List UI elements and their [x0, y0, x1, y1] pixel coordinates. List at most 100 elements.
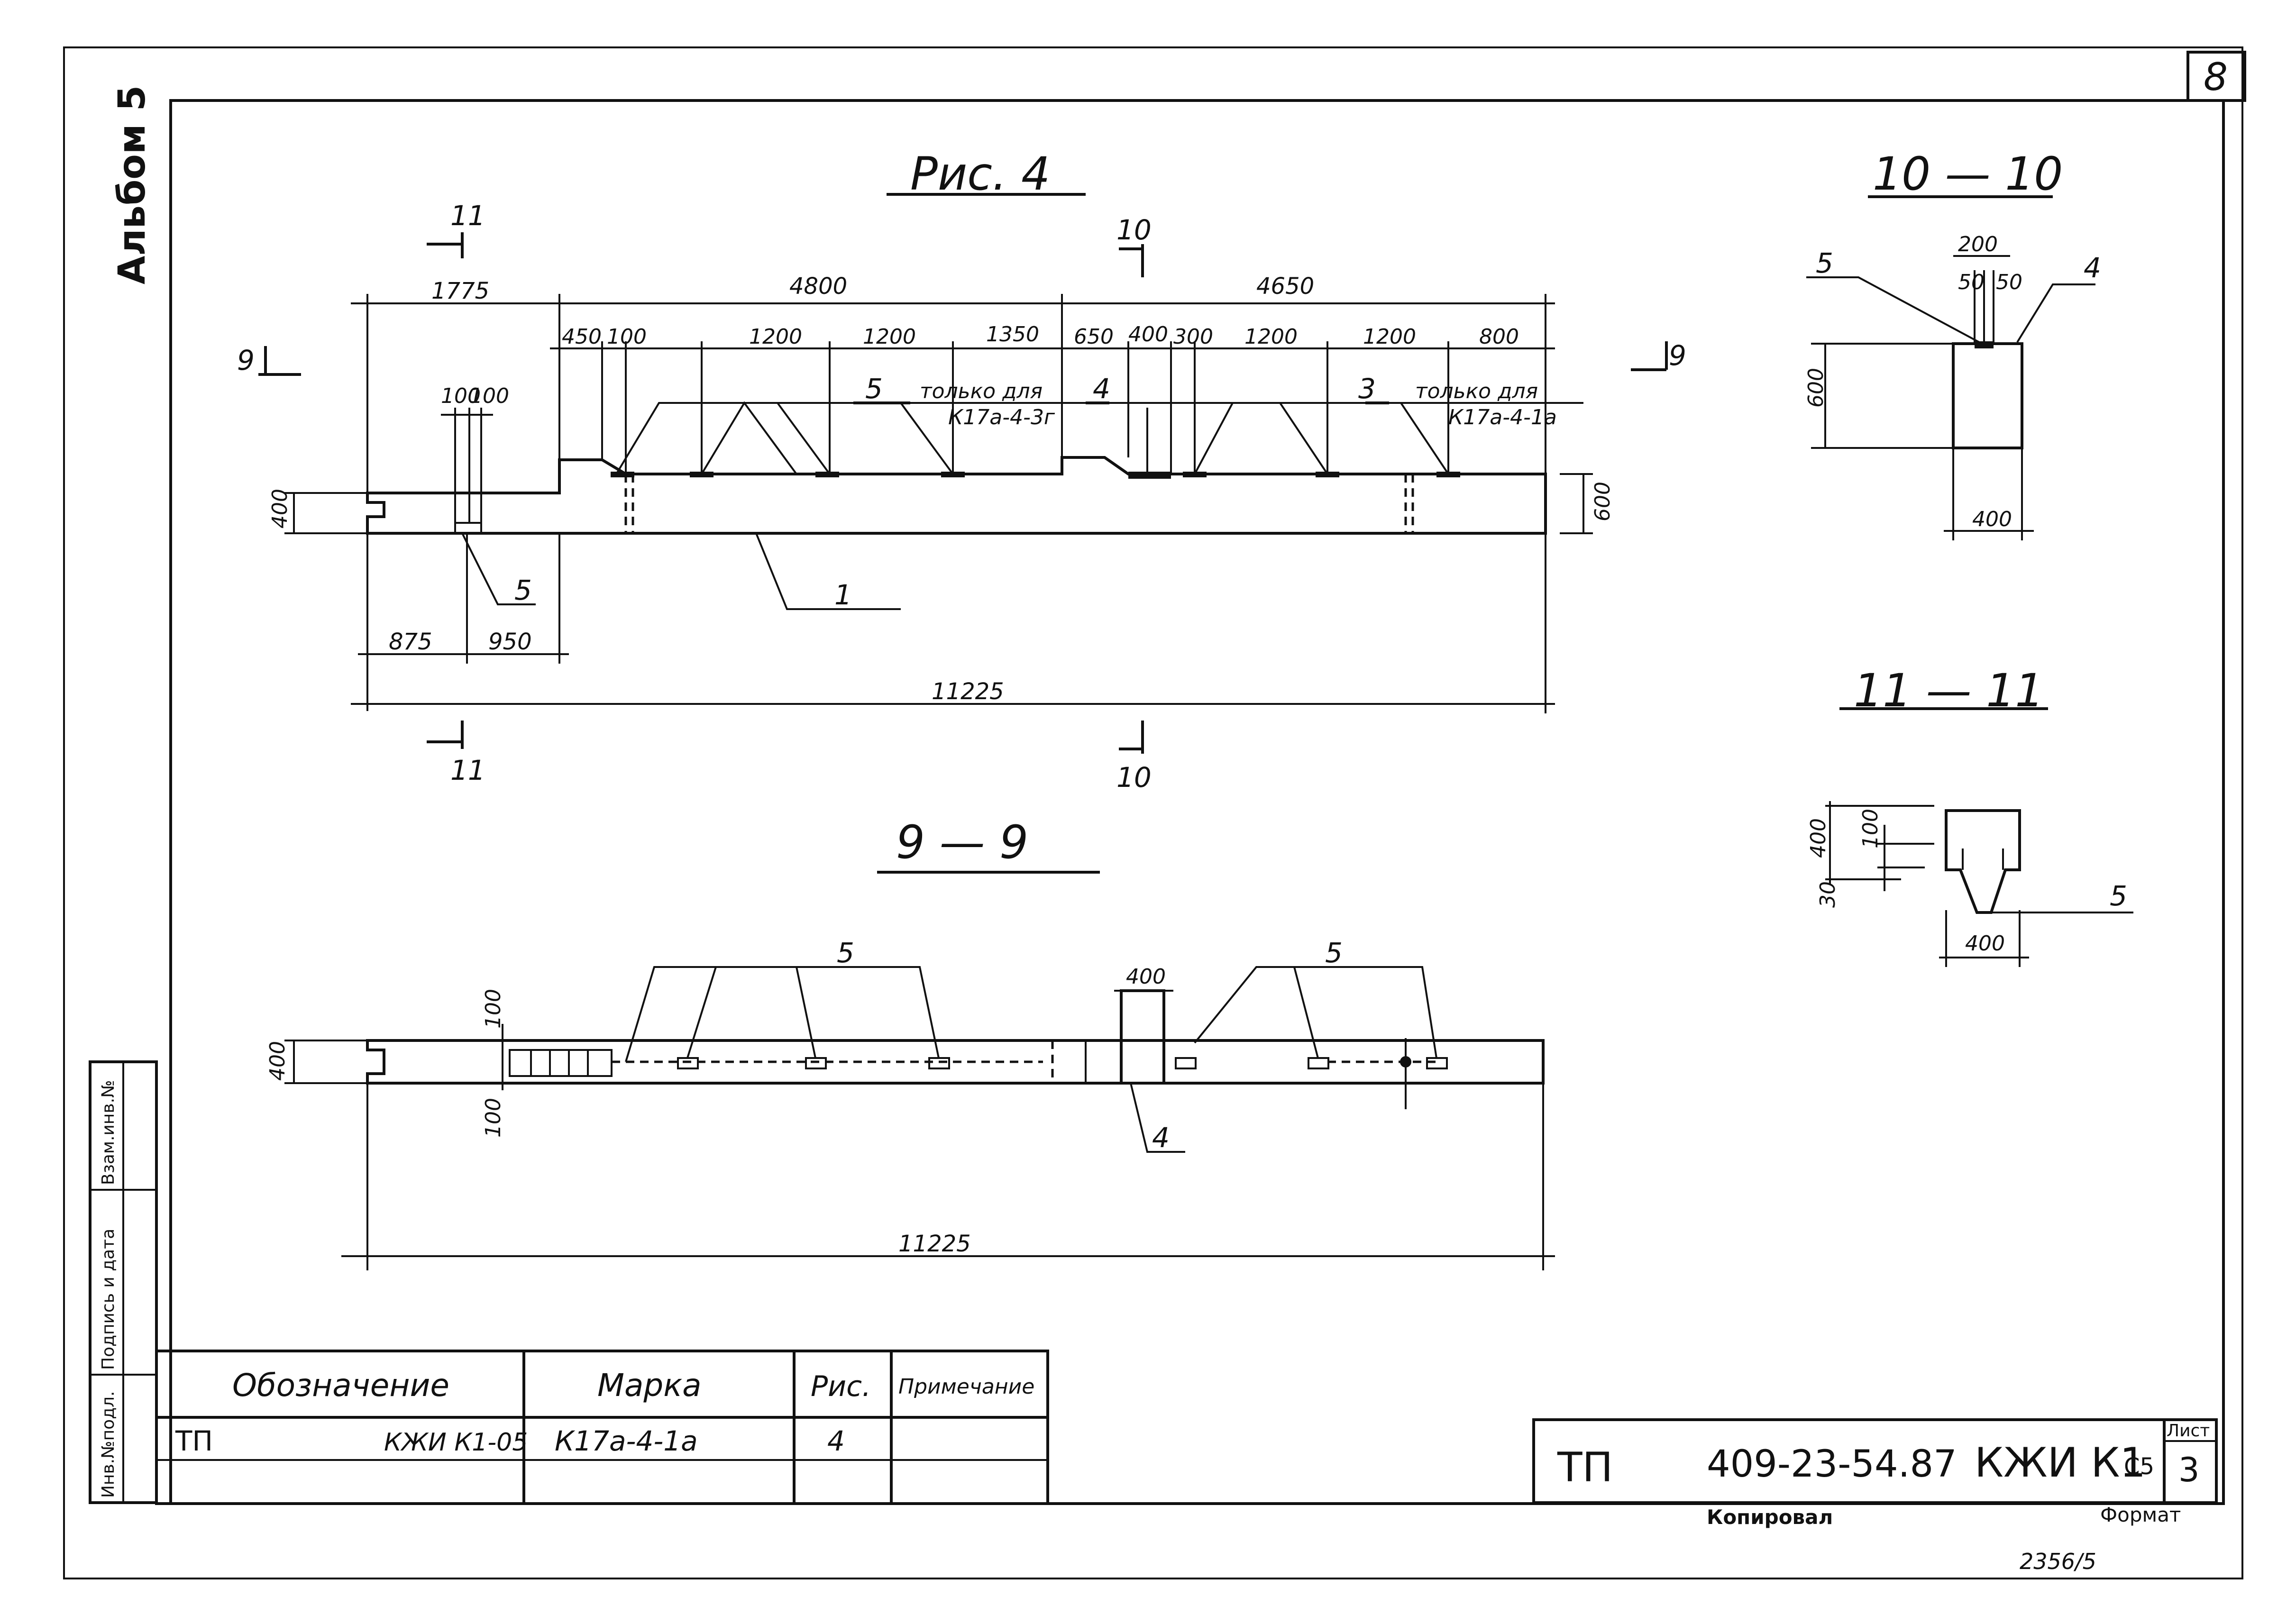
spec-table: Обозначение Марка Рис. Примечание ТП КЖИ…	[155, 1350, 1049, 1505]
page-number-box	[2186, 51, 2246, 102]
dim-1775: 1775	[431, 278, 489, 304]
dim-400-sec10: 400	[1972, 507, 2012, 531]
note-left-num: 5	[865, 373, 883, 405]
plate	[941, 472, 965, 477]
title-suffix: КЖИ К1	[1975, 1439, 2146, 1487]
sheet-label: Лист	[2167, 1421, 2210, 1441]
pos4-sec10: 4	[2084, 252, 2101, 284]
dim-650: 650	[1074, 325, 1114, 349]
plate	[1436, 472, 1460, 477]
section-10-10: 10 — 10 600 400 200 50 50 5 4	[1804, 147, 2101, 540]
dim-100-down: 100	[481, 1098, 505, 1138]
side-stamp: Инв.№подл. Подпись и дата Взам.инв.№	[89, 1060, 158, 1504]
note-left-text2: К17а-4-3г	[948, 405, 1055, 429]
archive-number: 2356/5	[2020, 1549, 2096, 1574]
album-label: Альбом 5	[111, 85, 154, 284]
dim-1200a: 1200	[749, 325, 802, 349]
section-11-11: 11 — 11 400 100 30 400 5	[1806, 664, 2133, 967]
title-prefix: ТП	[1557, 1444, 1613, 1491]
plate	[1128, 472, 1171, 479]
pos4-label: 4	[1152, 1122, 1170, 1154]
dim-1200d: 1200	[1363, 325, 1416, 349]
dim-300: 300	[1173, 325, 1213, 349]
note-right-text1: только для	[1415, 379, 1538, 403]
note-left-text1: только для	[920, 379, 1043, 403]
title-suffix-small: С5	[2124, 1453, 2154, 1480]
section-11-shape	[1945, 809, 2021, 914]
dim-100-up: 100	[481, 989, 505, 1029]
dim-1350: 1350	[986, 322, 1039, 347]
plate	[815, 472, 839, 477]
plate	[690, 472, 713, 477]
dim-11225: 11225	[932, 678, 1004, 705]
td-fig: 4	[827, 1425, 845, 1457]
stamp-sign-date: Подпись и дата	[99, 1229, 118, 1370]
pos5-label-b: 5	[1325, 937, 1343, 969]
figure-4: Рис. 4 5 только для К17а-4-3г 4 3	[237, 147, 1686, 794]
pos5-sec11: 5	[2110, 880, 2127, 912]
th-mark: Марка	[597, 1367, 702, 1404]
dim-100: 100	[607, 325, 647, 349]
plate	[611, 472, 634, 477]
dim-50a-sec10: 50	[1958, 270, 1985, 294]
dim-400-sec11: 400	[1806, 818, 1830, 858]
th-designation: Обозначение	[232, 1367, 449, 1404]
outer-border	[63, 46, 2243, 1579]
dim-450: 450	[562, 325, 602, 349]
title-code: 409-23-54.87	[1707, 1443, 1957, 1486]
pos5-sec10: 5	[1816, 247, 1833, 279]
height-600: 600	[1591, 482, 1615, 521]
note-mid-num: 4	[1093, 373, 1110, 405]
section-10-rect	[1952, 342, 2023, 449]
dim-100-a: 100	[441, 384, 481, 408]
format-label: Формат	[2100, 1503, 2181, 1526]
dim-800: 800	[1479, 325, 1519, 349]
dim-30-sec11: 30	[1816, 881, 1840, 908]
section-mark-9-left: 9	[237, 344, 301, 376]
stamp-inv-replace: Взам.инв.№	[99, 1080, 118, 1185]
th-note: Примечание	[898, 1375, 1034, 1399]
title-block: ТП 409-23-54.87 КЖИ К1 С5 Лист 3	[1532, 1418, 2218, 1504]
section-mark-10-bottom: 10	[1116, 721, 1152, 794]
dim-4800: 4800	[789, 273, 847, 300]
dim-950: 950	[488, 629, 532, 655]
dim-875: 875	[389, 629, 432, 655]
sheet-number: 3	[2178, 1451, 2200, 1489]
section-9-9: 9 — 9 5 5 4 400	[265, 816, 1555, 1270]
svg-text:10: 10	[1116, 214, 1152, 246]
note-right-text2: К17а-4-1а	[1448, 405, 1557, 429]
th-fig: Рис.	[811, 1370, 871, 1403]
plate	[1316, 472, 1339, 477]
section-9-9-title: 9 — 9	[896, 816, 1028, 869]
svg-text:10: 10	[1116, 761, 1152, 794]
pos5-label-a: 5	[837, 937, 854, 969]
svg-text:9: 9	[1669, 339, 1686, 372]
plate	[454, 522, 482, 534]
dim-400: 400	[1128, 322, 1168, 347]
note-right-num: 3	[1358, 373, 1376, 405]
svg-text:11: 11	[450, 200, 485, 232]
height-400: 400	[268, 489, 292, 529]
dim-4650: 4650	[1256, 273, 1314, 300]
plate	[1183, 472, 1207, 477]
dim-11225-plan: 11225	[898, 1231, 971, 1257]
dim-1200c: 1200	[1244, 325, 1298, 349]
pos1-label: 1	[834, 579, 852, 611]
copied-by-label: Копировал	[1707, 1505, 1833, 1529]
td-designation: КЖИ К1-05	[384, 1428, 528, 1457]
dim-1200b: 1200	[863, 325, 916, 349]
dim-50b-sec10: 50	[1996, 270, 2022, 294]
section-10-10-title: 10 — 10	[1873, 147, 2063, 201]
section-mark-11-bottom: 11	[427, 721, 485, 786]
dim-400-sec11-bottom: 400	[1965, 931, 2005, 956]
beam-elevation-outline	[366, 456, 1547, 535]
td-prefix: ТП	[175, 1425, 213, 1457]
section-mark-9-right: 9	[1631, 339, 1686, 372]
stamp-inv-orig: Инв.№подл.	[99, 1391, 118, 1498]
dim-100-sec11: 100	[1858, 809, 1883, 848]
svg-text:11: 11	[450, 754, 485, 786]
figure-4-title: Рис. 4	[910, 147, 1050, 201]
section-mark-10-top: 10	[1116, 214, 1152, 277]
svg-text:9: 9	[237, 344, 255, 376]
